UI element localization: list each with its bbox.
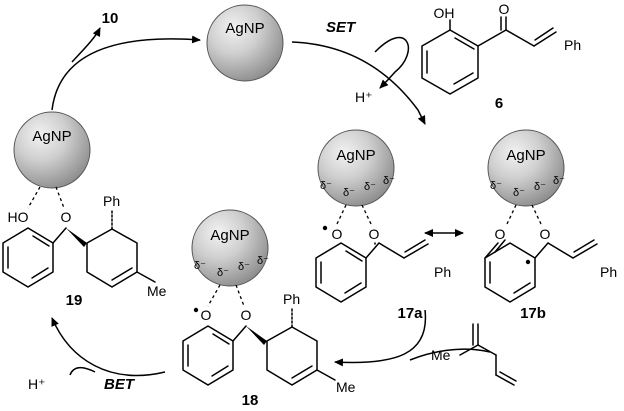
- svg-text:AgNP: AgNP: [32, 128, 71, 145]
- cycloaddition-arrow: [334, 309, 427, 367]
- svg-text:O: O: [540, 226, 551, 242]
- product-release-arrow: [51, 35, 201, 111]
- hydroxyl-label: OH: [434, 5, 455, 21]
- compound-6-label: 6: [495, 95, 503, 112]
- svg-text:Ph: Ph: [283, 291, 300, 307]
- svg-text:O: O: [332, 226, 343, 242]
- svg-text:O: O: [241, 307, 252, 323]
- svg-text:HO: HO: [8, 209, 29, 225]
- svg-text:δ⁻: δ⁻: [534, 181, 546, 193]
- bet-arrow: [51, 317, 166, 377]
- compound-17b-label: 17b: [520, 305, 546, 322]
- svg-text:Me: Me: [431, 347, 451, 363]
- compound-18-label: 18: [242, 392, 259, 409]
- diene-entry-arrow: [409, 348, 491, 361]
- compound-19-structure: HO O Ph Me: [2, 186, 167, 299]
- svg-text:AgNP: AgNP: [336, 147, 375, 164]
- compound-17a-label: 17a: [397, 305, 423, 322]
- svg-text:δ⁻: δ⁻: [343, 187, 355, 199]
- svg-text:AgNP: AgNP: [506, 147, 545, 164]
- compound-6-structure: OH O Ph: [421, 1, 581, 95]
- compound-17a-structure: O O Ph: [315, 204, 451, 303]
- set-arrow: [291, 41, 426, 125]
- svg-text:O: O: [61, 209, 72, 225]
- svg-text:Me: Me: [147, 283, 167, 299]
- svg-text:δ⁻: δ⁻: [383, 175, 395, 187]
- svg-text:Ph: Ph: [600, 264, 617, 280]
- carbonyl-o-label: O: [499, 1, 510, 17]
- svg-text:δ⁻: δ⁻: [238, 261, 250, 273]
- compound-17b-agnp: AgNP δ⁻ δ⁻ δ⁻ δ⁻: [487, 129, 565, 207]
- compound-19-agnp: AgNP: [13, 111, 91, 189]
- proton-uptake-arrow: [69, 366, 96, 376]
- compound-18-agnp: AgNP δ⁻ δ⁻ δ⁻ δ⁻: [191, 209, 269, 287]
- proton-label-top: H⁺: [355, 89, 373, 105]
- agnp-label: AgNP: [225, 20, 264, 37]
- set-label: SET: [326, 19, 357, 36]
- compound-17a-agnp: AgNP δ⁻ δ⁻ δ⁻ δ⁻: [317, 129, 395, 207]
- svg-text:O: O: [201, 307, 212, 323]
- svg-text:O: O: [495, 226, 506, 242]
- compound-10-label: 10: [102, 10, 119, 27]
- svg-text:δ⁻: δ⁻: [364, 181, 376, 193]
- svg-text:O: O: [369, 226, 380, 242]
- compound-19-label: 19: [66, 292, 83, 309]
- svg-text:δ⁻: δ⁻: [320, 180, 332, 192]
- svg-text:Me: Me: [336, 379, 356, 395]
- isoprene-structure: Me: [431, 323, 517, 386]
- svg-text:δ⁻: δ⁻: [257, 255, 269, 267]
- svg-text:AgNP: AgNP: [210, 227, 249, 244]
- svg-text:δ⁻: δ⁻: [553, 175, 565, 187]
- bet-label: BET: [104, 376, 136, 393]
- svg-text:δ⁻: δ⁻: [513, 187, 525, 199]
- svg-text:δ⁻: δ⁻: [217, 267, 229, 279]
- svg-text:δ⁻: δ⁻: [194, 260, 206, 272]
- svg-text:Ph: Ph: [103, 193, 120, 209]
- agnp-top: AgNP: [206, 4, 284, 82]
- svg-text:Ph: Ph: [434, 264, 451, 280]
- proton-release-arrow: [374, 36, 410, 89]
- proton-label-bottom: H⁺: [28, 376, 46, 392]
- phenyl-label: Ph: [564, 37, 581, 53]
- svg-text:δ⁻: δ⁻: [490, 180, 502, 192]
- compound-18-structure: O O Ph Me: [182, 284, 356, 395]
- compound-17b-structure: O O Ph: [484, 204, 617, 303]
- product-10-arrow: [71, 27, 101, 63]
